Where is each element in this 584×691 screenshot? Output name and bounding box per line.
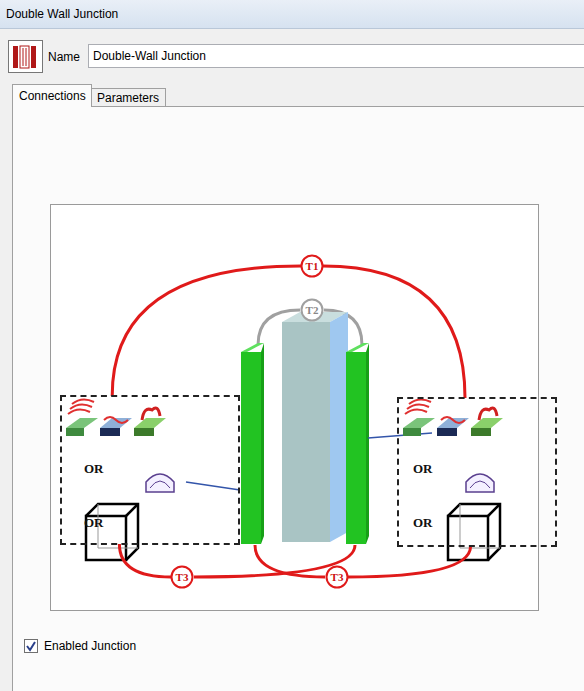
junction-label: T1 [306, 260, 319, 272]
connector-line [323, 266, 465, 398]
title-bar: Double Wall Junction [0, 0, 584, 29]
junction-circle: T3 [325, 565, 349, 589]
junction-label: T2 [306, 304, 319, 316]
window-title: Double Wall Junction [6, 7, 118, 21]
diagram-frame [51, 205, 539, 611]
field-label: Name [48, 50, 80, 64]
t3-link [255, 545, 325, 577]
connector-line [348, 546, 471, 577]
active-tab: Connections [12, 84, 92, 107]
connector [119, 544, 171, 577]
name-input: Double-Wall Junction [88, 44, 584, 68]
checkbox [25, 640, 38, 653]
input-value: Double-Wall Junction [93, 49, 206, 63]
wall-link [368, 433, 432, 438]
junction-label: T3 [176, 571, 189, 583]
connector-line [112, 266, 301, 396]
tab-label: Connections [19, 89, 86, 103]
checkbox-label: Enabled Junction [44, 639, 136, 653]
left-icons [66, 399, 174, 560]
junction-icon [9, 41, 43, 73]
junction-circle: T3 [170, 565, 194, 589]
right-icons [403, 399, 503, 560]
connector-line [119, 544, 171, 577]
junction-label: T3 [331, 571, 344, 583]
connection-group: OR OR [60, 395, 240, 545]
junction-circle: T1 [300, 254, 324, 278]
connector [112, 266, 301, 396]
junction-circle: T2 [300, 298, 324, 322]
or-label: OR [84, 515, 104, 531]
tab: Parameters [90, 88, 166, 107]
connector [348, 546, 471, 577]
double-wall [241, 312, 369, 544]
tab-label: Parameters [97, 91, 159, 105]
connection-group: OR OR [397, 397, 557, 547]
or-label: OR [413, 461, 433, 477]
or-label: OR [413, 515, 433, 531]
wall-link [186, 482, 240, 490]
connector [323, 266, 465, 398]
tab-panel [13, 107, 584, 691]
or-label: OR [84, 461, 104, 477]
